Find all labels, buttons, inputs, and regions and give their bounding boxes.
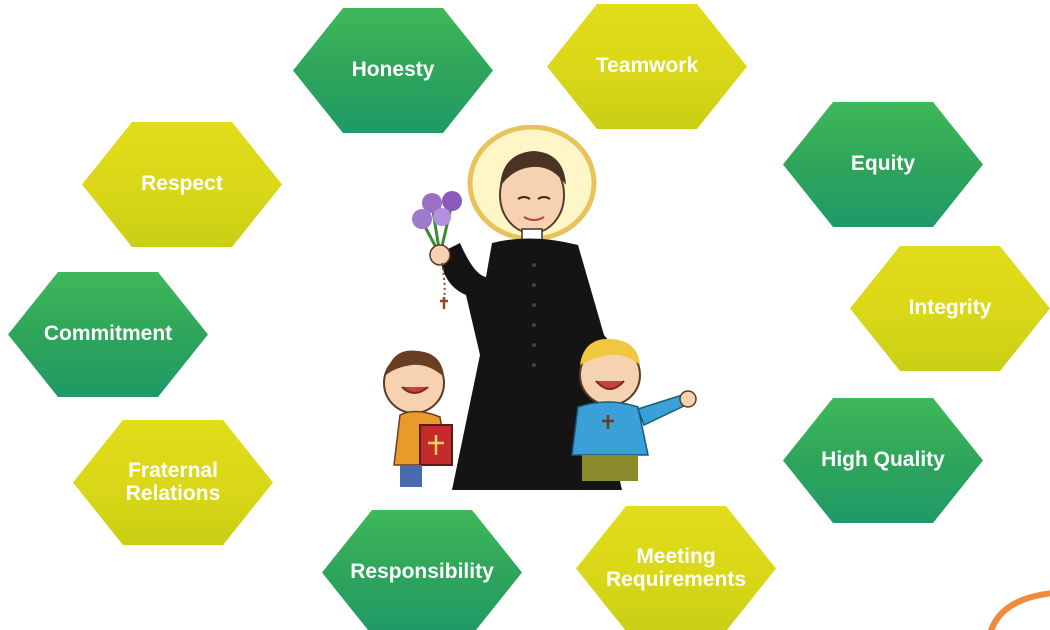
hex-label-honesty: Honesty <box>351 58 435 82</box>
hex-label-equity: Equity <box>850 152 916 176</box>
hex-label-responsibility: Responsibility <box>350 560 494 584</box>
hex-respect: Respect <box>82 122 282 247</box>
hex-meeting-requirements: Meeting Requirements <box>576 506 776 630</box>
saint-with-children-illustration <box>383 125 697 490</box>
hex-label-respect: Respect <box>141 172 223 196</box>
orange-arc-decoration <box>988 590 1050 630</box>
right-child <box>571 338 697 481</box>
flower-bouquet-icon <box>412 191 462 266</box>
hex-responsibility: Responsibility <box>322 510 522 630</box>
hex-commitment: Commitment <box>8 272 208 397</box>
hex-teamwork: Teamwork <box>547 4 747 129</box>
hex-label-commitment: Commitment <box>43 322 173 346</box>
hex-integrity: Integrity <box>850 246 1050 371</box>
hex-label-fraternal-relations: Fraternal Relations <box>125 458 221 505</box>
saint-hair <box>500 151 566 187</box>
hex-label-meeting-requirements: Meeting Requirements <box>605 544 747 591</box>
hex-honesty: Honesty <box>293 8 493 133</box>
hex-label-integrity: Integrity <box>908 296 992 320</box>
hex-equity: Equity <box>783 102 983 227</box>
hex-high-quality: High Quality <box>783 398 983 523</box>
left-child <box>383 350 453 487</box>
hex-label-teamwork: Teamwork <box>595 54 699 78</box>
hex-fraternal-relations: Fraternal Relations <box>73 420 273 545</box>
hex-label-high-quality: High Quality <box>821 448 945 472</box>
